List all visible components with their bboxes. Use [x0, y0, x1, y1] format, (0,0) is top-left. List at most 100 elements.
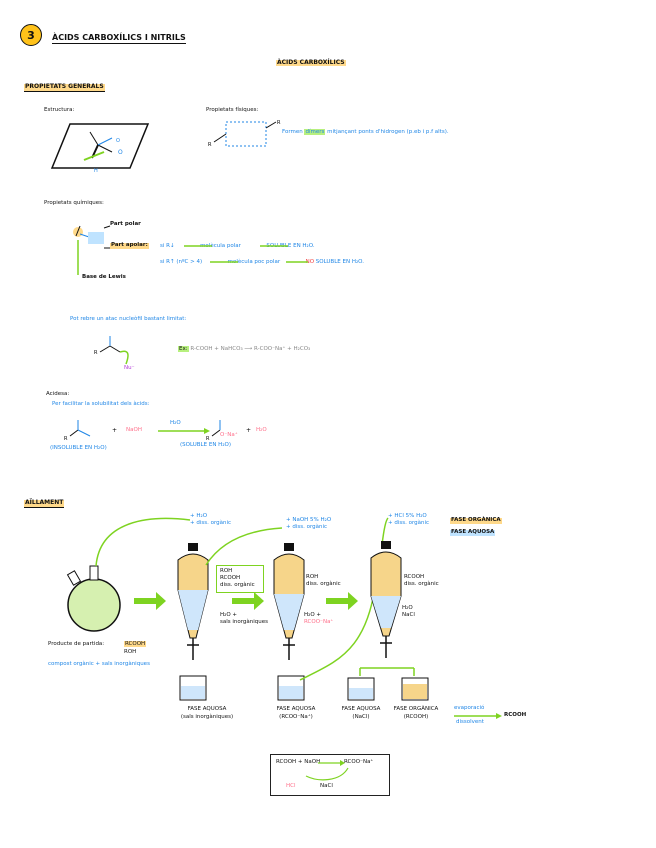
funnel2-bottom-1: H₂O +: [304, 612, 322, 618]
summary-nacl: NaCl: [320, 783, 333, 789]
beaker3-content: (NaCl): [352, 714, 370, 720]
apolar-line-1-result: molècula polar: [200, 243, 241, 249]
solvent-label: dissolvent: [456, 719, 484, 725]
funnel2-top-1: ROH: [306, 574, 319, 580]
summary-equation-box: [270, 754, 390, 796]
funnel1-top-3: diss. orgànic: [220, 582, 255, 588]
physical-properties-text: Formen dímers mitjançant ponts d'hidroge…: [282, 129, 449, 136]
apolar-line-2-result: molècula poc polar: [227, 259, 281, 265]
funnel3-top-2: diss. orgànic: [404, 581, 439, 587]
chemical-properties-label: Propietats químiques:: [44, 200, 104, 206]
structure-label: Estructura:: [44, 107, 75, 113]
flask-note: compost orgànic + sals inorgàniques: [48, 661, 150, 667]
evaporation-label: evaporació: [454, 705, 485, 711]
section-number: 3: [27, 28, 35, 42]
svg-text:R: R: [64, 436, 68, 442]
naoh-reagent: NaOH: [126, 427, 142, 433]
product-ion: O⁻Na⁺: [220, 432, 238, 438]
example-equation: R-COOH + NaHCO₃ ⟶ R-COO⁻Na⁺ + H₂CO₃: [190, 346, 311, 352]
acidity-text: Per facilitar la solubilitat dels àcids:: [52, 401, 150, 407]
apolar-line-1-solubility: SOLUBLE EN H₂O.: [266, 243, 315, 249]
svg-text:+: +: [112, 427, 117, 434]
properties-heading: PROPIETATS GENERALS: [24, 83, 105, 92]
flask-item-1: RCOOH: [124, 641, 147, 647]
step2-add-naoh: + NaOH 5% H₂O: [286, 517, 332, 523]
nucleophile-label: Nu⁻: [124, 365, 135, 371]
physical-text-post: mitjançant ponts d'hidrogen (p.eb i p.f …: [327, 129, 449, 135]
dimer-diagram: R R: [208, 120, 281, 148]
step1-additions: + H₂O+ diss. orgànic: [190, 513, 231, 527]
apolar-line-1: si R↓ molècula polar SOLUBLE EN H₂O.: [160, 243, 315, 250]
beaker2-phase: FASE AQUOSA: [276, 706, 316, 712]
physical-text-pre: Formen: [282, 129, 303, 135]
example: Ex: R-COOH + NaHCO₃ ⟶ R-COO⁻Na⁺ + H₂CO₃: [178, 346, 311, 353]
step3-add-solvent: + diss. orgànic: [388, 520, 430, 526]
isolation-heading: AÏLLAMENT: [24, 499, 65, 508]
physical-properties-label: Propietats físiques:: [206, 107, 259, 113]
svg-text:R: R: [94, 350, 98, 356]
reaction-arrow-h2o: H₂O: [170, 420, 181, 426]
summary-eq-left: RCOOH + NaOH: [276, 759, 321, 765]
funnel3-bottom-1: H₂O: [402, 605, 413, 611]
step1-add-water: + H₂O: [190, 513, 208, 519]
step3-additions: + HCl 5% H₂O+ diss. orgànic: [388, 513, 429, 527]
beaker2-content: (RCOO⁻Na⁺): [279, 714, 313, 720]
flask-item-2: ROH: [124, 649, 137, 655]
svg-text:R: R: [206, 436, 210, 442]
apolar-part-label: Part apolar:: [110, 242, 149, 249]
chapter-title: ÀCIDS CARBOXÍLICS I NITRILS: [52, 33, 186, 44]
final-product: RCOOH: [504, 712, 527, 718]
svg-text:R: R: [208, 142, 212, 148]
example-label: Ex:: [178, 346, 189, 352]
beaker3-label: FASE AQUOSA (NaCl): [336, 705, 386, 721]
section-title: ÀCIDS CARBOXÍLICS: [276, 59, 346, 66]
summary-hcl: HCl: [286, 783, 296, 789]
beaker4-label: FASE ORGÀNICA(RCOOH): [388, 705, 444, 721]
funnel1-bottom-2: sals inorgàniques: [220, 619, 269, 625]
apolar-line-2-solubility: SOLUBLE EN H₂O.: [315, 259, 365, 265]
water-product: H₂O: [256, 427, 267, 433]
beaker1-content: (sals inorgàniques): [180, 714, 234, 720]
step3-add-hcl: + HCl 5% H₂O: [388, 513, 427, 519]
flask-label-row: Producte de partida:: [48, 641, 105, 648]
svg-text:O: O: [116, 138, 120, 144]
flask-items: RCOOH ROH: [124, 640, 147, 656]
step2-additions: + NaOH 5% H₂O+ diss. orgànic: [286, 517, 331, 531]
beaker4-content: (RCOOH): [403, 714, 429, 720]
acidity-reaction: R + R +: [64, 420, 251, 442]
carboxyl-molecule: [73, 225, 308, 275]
nucleophile-text: Pot rebre un atac nucleòfil bastant limi…: [70, 316, 187, 322]
funnel1-bottom-1: H₂O +: [220, 612, 238, 618]
step1-add-solvent: + diss. orgànic: [190, 520, 232, 526]
funnel1-organic-callout: [216, 565, 264, 593]
lewis-base-label: Base de Lewis: [82, 274, 126, 280]
apolar-line-2-condition: si R↑ (nºC > 4): [160, 259, 203, 265]
beaker1-label: FASE AQUOSA(sals inorgàniques): [172, 705, 242, 721]
beaker3-phase: FASE AQUOSA: [341, 706, 381, 712]
flask-label: Producte de partida:: [48, 641, 105, 647]
polar-part-label: Part polar: [110, 221, 141, 227]
apolar-line-1-condition: si R↓: [160, 243, 175, 249]
section-number-badge: 3: [20, 24, 42, 46]
step2-add-solvent: + diss. orgànic: [286, 524, 328, 530]
dimers-highlight: dímers: [304, 129, 326, 135]
nucleophile-attack: R: [94, 336, 129, 365]
svg-text:+: +: [246, 427, 251, 434]
apolar-line-2-no: NO: [305, 259, 315, 265]
funnel2-top-2: diss. orgànic: [306, 581, 341, 587]
legend-organic-phase: FASE ORGÀNICA: [450, 517, 502, 524]
svg-text:R: R: [277, 120, 281, 126]
structure-diagram: O O H: [50, 123, 150, 174]
insoluble-label: (INSOLUBLE EN H₂O): [50, 445, 107, 451]
funnel1-bottom-labels: H₂O +sals inorgàniques: [220, 612, 268, 626]
summary-eq-right: RCOO⁻Na⁺: [344, 759, 374, 765]
funnel1-top-2: RCOOH: [220, 575, 241, 581]
acidity-label: Acidesa:: [46, 391, 70, 397]
funnel2-bottom-labels: H₂O +RCOO⁻Na⁺: [304, 612, 333, 626]
funnel3-bottom-2: NaCl: [402, 612, 415, 618]
funnel3-top-1: RCOOH: [404, 574, 425, 580]
legend-aqueous-phase: FASE AQUOSA: [450, 529, 496, 536]
